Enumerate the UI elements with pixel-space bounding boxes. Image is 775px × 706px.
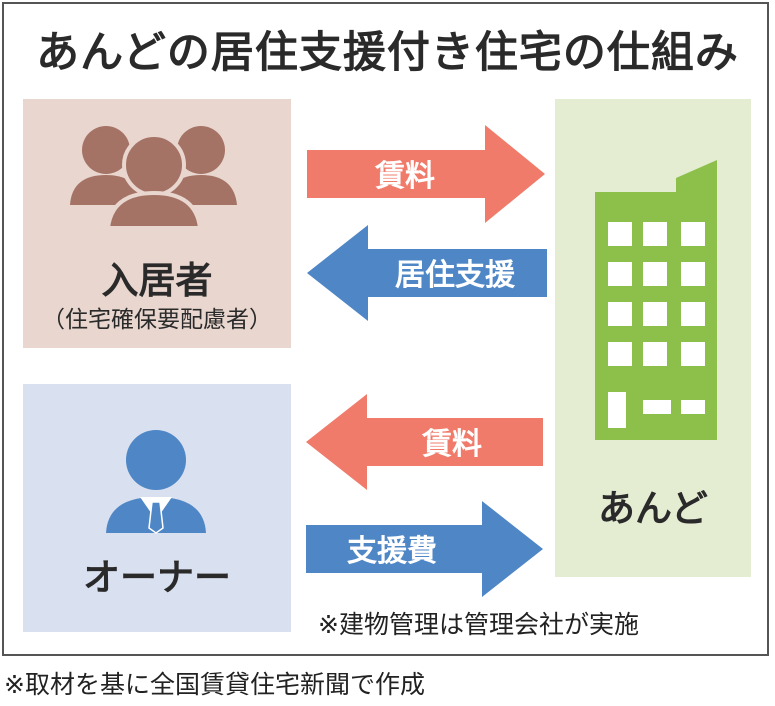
housing-support-label: 居住支援 xyxy=(395,258,516,293)
rent-to-ando-arrow: 賃料 xyxy=(307,125,545,223)
source-note: ※取材を基に全国賃貸住宅新聞で作成 xyxy=(4,670,425,699)
owner-person-icon xyxy=(106,430,206,534)
building-icon xyxy=(595,160,717,440)
owner-label: オーナー xyxy=(83,556,231,599)
rent-to-ando-label: 賃料 xyxy=(374,159,435,194)
resident-group-icon xyxy=(70,126,237,230)
footnote: ※建物管理は管理会社が実施 xyxy=(318,610,639,639)
housing-support-arrow: 居住支援 xyxy=(307,225,547,321)
rent-to-owner-arrow: 賃料 xyxy=(306,394,543,490)
ando-label: あんど xyxy=(598,487,708,530)
resident-label: 入居者 xyxy=(101,259,213,302)
diagram-title: あんどの居住支援付き住宅の仕組み xyxy=(36,28,739,78)
support-fee-arrow: 支援費 xyxy=(306,501,543,597)
support-fee-label: 支援費 xyxy=(347,534,437,569)
rent-to-owner-label: 賃料 xyxy=(421,427,482,462)
resident-sublabel: （住宅確保要配慮者） xyxy=(42,307,272,333)
